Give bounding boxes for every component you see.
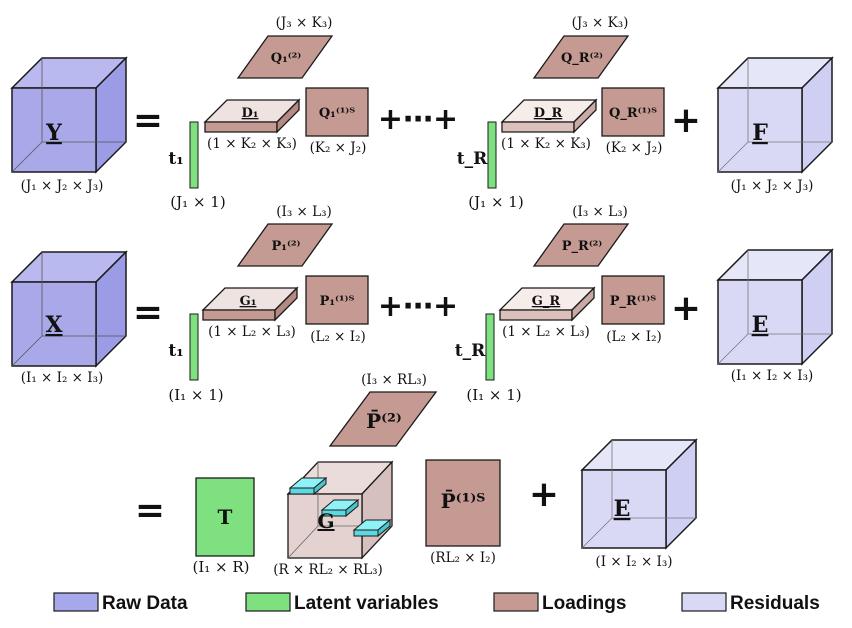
row3-loading1-dims: (RL₂ × I₂) <box>430 550 496 566</box>
residual-e-dims-row3: (I × I₂ × I₃) <box>595 554 672 570</box>
row3-loading2-dims: (I₃ × RL₃) <box>361 372 427 388</box>
row3-equals: = <box>135 490 165 531</box>
row1-tR-core-dims: (1 × K₂ × K₃) <box>501 136 591 152</box>
legend-swatch-loadings <box>493 592 539 612</box>
legend-label-latent: Latent variables <box>294 593 439 614</box>
row2-t1-core-slab <box>201 286 299 322</box>
row2-tR-loading2 <box>532 223 630 267</box>
row1-t1-core-symbol: D₁ <box>242 106 259 121</box>
legend-label-residuals: Residuals <box>730 593 820 614</box>
row1-tR-loading2-dims: (J₃ × K₃) <box>572 15 629 31</box>
row3-loading1-symbol: P̄⁽¹⁾ᵀ <box>441 488 486 513</box>
row3-core-slab-3 <box>352 518 392 538</box>
row2-t1-loading2 <box>236 223 334 267</box>
tensor-y-symbol: Y <box>45 120 62 146</box>
residual-e-cube-row3 <box>580 438 698 550</box>
row1-t1-loading1-dims: (K₂ × J₂) <box>310 140 367 156</box>
row3-plus: + <box>529 474 559 515</box>
row3-core-slab-2 <box>320 498 360 518</box>
row1-tR-loading2-symbol: Q_R⁽²⁾ <box>561 51 603 66</box>
residual-e-symbol-row2: E <box>752 312 769 338</box>
row2-tR-core-dims: (1 × L₂ × L₃) <box>502 324 590 340</box>
row2-t1-loading2-symbol: P₁⁽²⁾ <box>272 239 301 254</box>
row2-equals: = <box>133 292 163 333</box>
row3-core-dims: (R × RL₂ × RL₃) <box>273 562 383 578</box>
residual-f-cube <box>716 56 834 174</box>
row1-tR-loading1-dims: (K₂ × J₂) <box>606 140 663 156</box>
residual-e-cube-row2 <box>716 248 834 366</box>
row3-core-symbol: G <box>317 509 334 533</box>
row2-t1-loading1-dims: (L₂ × I₂) <box>310 329 366 345</box>
row1-t1-core-slab <box>203 98 301 134</box>
row1-t1-latent-bar <box>189 121 199 189</box>
legend-swatch-latent <box>245 592 291 612</box>
legend-label-raw: Raw Data <box>102 593 188 614</box>
tensor-x-symbol: X <box>45 312 63 338</box>
row1-t1-loading1 <box>305 87 369 137</box>
row3-loading2-symbol: P̄⁽²⁾ <box>366 408 402 433</box>
row2-t1-core-dims: (1 × L₂ × L₃) <box>208 324 296 340</box>
row1-t1-loading2-symbol: Q₁⁽²⁾ <box>271 51 302 66</box>
row3-core-slab-1 <box>288 476 328 496</box>
legend-swatch-raw <box>53 592 99 612</box>
row2-plus: + <box>671 288 701 329</box>
row2-tR-loading2-symbol: P_R⁽²⁾ <box>562 239 603 254</box>
residual-e-symbol-row3: E <box>614 496 631 522</box>
row1-t1-latent-dims: (J₁ × 1) <box>170 193 225 211</box>
row1-tR-loading1-symbol: Q_R⁽¹⁾ᵀ <box>609 106 657 121</box>
row1-tR-core-slab <box>500 98 598 134</box>
row1-dots: +⋯+ <box>378 102 458 137</box>
legend: Raw Data Latent variables Loadings Resid… <box>53 592 820 614</box>
row2-t1-latent-dims: (I₁ × 1) <box>168 386 223 404</box>
tensor-x-dims: (I₁ × I₂ × I₃) <box>21 370 104 386</box>
row1-tR-loading1 <box>601 87 665 137</box>
row3-loading1 <box>425 459 501 547</box>
row2-t1-core-symbol: G₁ <box>240 294 257 309</box>
row2-t1-loading1-symbol: P₁⁽¹⁾ᵀ <box>320 294 355 309</box>
tensor-x-cube <box>10 250 128 368</box>
row2-tR-latent-bar <box>485 313 495 381</box>
row1-equals: = <box>133 100 163 141</box>
row3-latent-dims: (I₁ × R) <box>192 558 249 576</box>
residual-e-dims-row2: (I₁ × I₂ × I₃) <box>731 368 814 384</box>
row2-tR-loading2-dims: (I₃ × L₃) <box>572 204 628 220</box>
row2-tR-core-slab <box>498 286 596 322</box>
row1-plus: + <box>671 100 701 141</box>
row2-tR-loading1-dims: (L₂ × I₂) <box>606 329 662 345</box>
row2-tR-loading1 <box>601 275 665 325</box>
row1-tR-latent-bar <box>487 121 497 189</box>
row1-tR-latent-dims: (J₁ × 1) <box>468 193 523 211</box>
row1-tR-latent-symbol: t_R <box>457 149 488 169</box>
row1-tR-loading2 <box>532 35 630 79</box>
row2-t1-loading2-dims: (I₃ × L₃) <box>276 204 332 220</box>
tensor-y-dims: (J₁ × J₂ × J₃) <box>21 178 104 194</box>
row1-t1-loading2-dims: (J₃ × K₃) <box>276 15 333 31</box>
row1-tR-core-symbol: D_R <box>534 106 563 121</box>
tensor-y-cube <box>10 56 128 174</box>
legend-swatch-residuals <box>681 592 727 612</box>
row2-tR-latent-dims: (I₁ × 1) <box>466 386 521 404</box>
row3-latent-t <box>195 477 255 557</box>
row1-t1-latent-symbol: t₁ <box>168 149 183 169</box>
row2-tR-core-symbol: G_R <box>532 294 561 309</box>
row3-latent-symbol: T <box>218 505 233 529</box>
row2-t1-loading1 <box>305 275 369 325</box>
legend-label-loadings: Loadings <box>542 593 626 614</box>
residual-f-dims: (J₁ × J₂ × J₃) <box>731 178 814 194</box>
row2-t1-latent-bar <box>189 313 199 381</box>
row1-t1-loading1-symbol: Q₁⁽¹⁾ᵀ <box>319 106 355 121</box>
row2-t1-latent-symbol: t₁ <box>168 341 183 361</box>
row2-dots: +⋯+ <box>378 289 458 324</box>
row3-loading2 <box>328 391 438 447</box>
residual-f-symbol: F <box>752 120 768 146</box>
row1-t1-core-dims: (1 × K₂ × K₃) <box>207 136 297 152</box>
row2-tR-loading1-symbol: P_R⁽¹⁾ᵀ <box>610 294 657 309</box>
row1-t1-loading2 <box>236 35 334 79</box>
row2-tR-latent-symbol: t_R <box>455 341 486 361</box>
